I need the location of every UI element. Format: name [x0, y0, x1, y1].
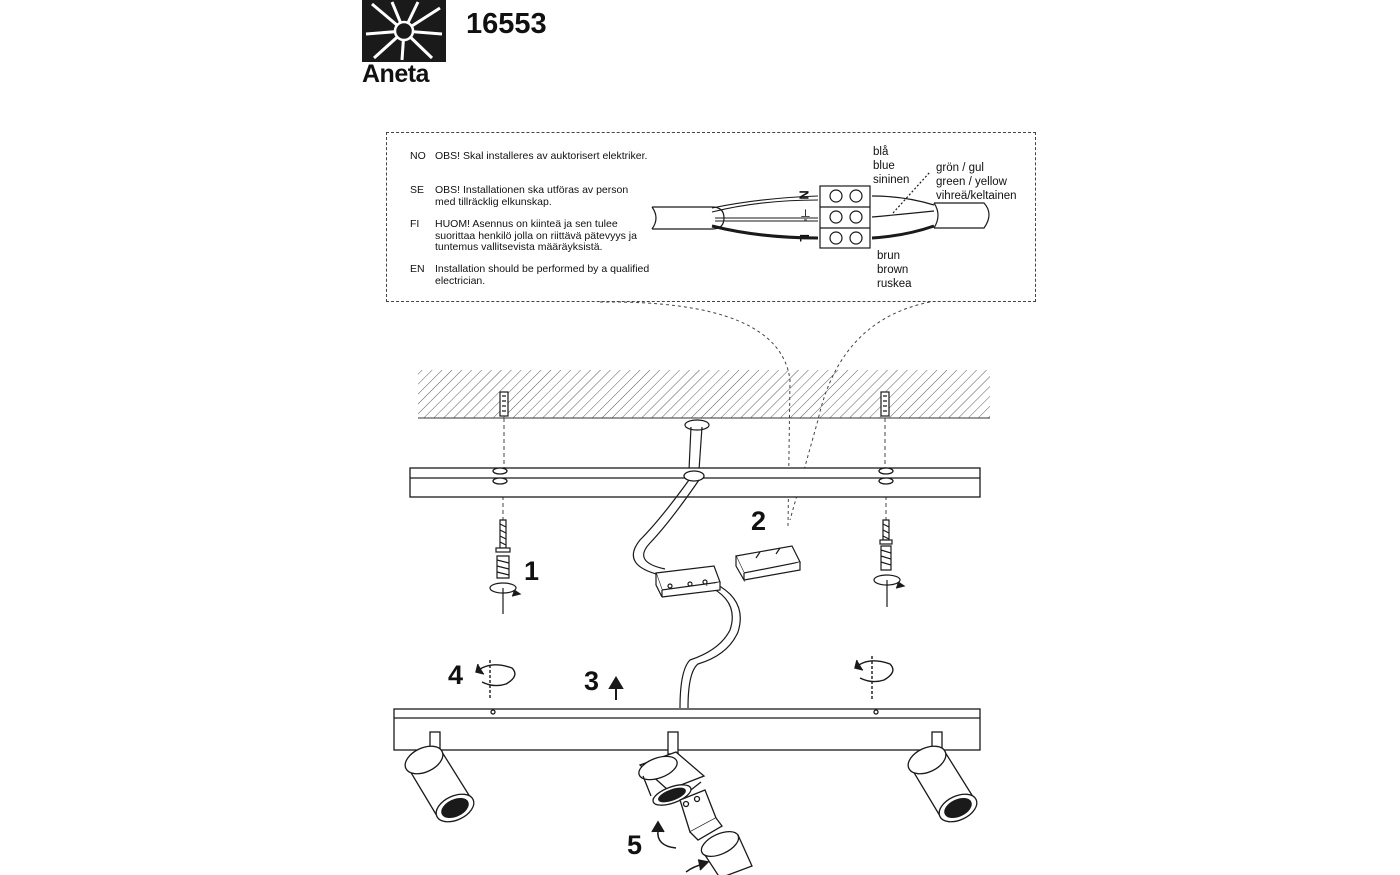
notice-se: SE OBS! Installationen ska utföras av pe…	[410, 184, 670, 209]
notice-code: EN	[410, 263, 425, 275]
spotlight-right	[907, 731, 978, 823]
fixture-bar	[393, 708, 981, 751]
label-line: brown	[877, 264, 909, 276]
twist-arrows	[651, 820, 710, 873]
rotate-arrow-right	[854, 656, 894, 700]
product-number: 16553	[466, 8, 547, 40]
notice-code: NO	[410, 150, 426, 162]
terminal-earth-icon: ⏚	[799, 208, 813, 223]
wall-plugs	[499, 391, 890, 417]
ceiling	[418, 370, 990, 419]
step-1-number: 1	[524, 556, 540, 586]
step-2-number: 2	[751, 506, 767, 536]
step-4-number: 4	[448, 660, 464, 690]
notice-no: NO OBS! Skal installeres av auktorisert …	[410, 150, 670, 175]
label-line: ruskea	[877, 278, 912, 290]
terminal-block	[819, 185, 871, 249]
label-line: sininen	[873, 174, 910, 186]
live-wire-labels: brun brown ruskea	[877, 249, 912, 291]
electrical-notice-box	[386, 132, 1036, 302]
centre-lamp-holder	[638, 731, 706, 806]
ceiling-cable	[684, 419, 710, 471]
rotate-arrow-left	[475, 660, 516, 700]
gu10-bulb	[679, 789, 723, 841]
notice-text: Installation should be performed by a qu…	[435, 263, 650, 287]
connector-housing	[655, 565, 721, 598]
lamp-shade	[700, 830, 753, 875]
alignment-lines	[502, 418, 887, 520]
neutral-wire-labels: blå blue sininen	[873, 145, 909, 187]
label-line: brun	[877, 250, 901, 262]
notice-text: OBS! Skal installeres av auktorisert ele…	[435, 150, 648, 162]
notice-text: HUOM! Asennus on kiinteä ja sen tulee su…	[435, 218, 637, 253]
connection-cable	[632, 479, 741, 709]
label-line: green / yellow	[936, 176, 1007, 188]
spotlight-left	[404, 731, 475, 823]
up-arrow	[608, 676, 624, 700]
notice-en: EN Installation should be performed by a…	[410, 263, 670, 288]
aneta-logo-mark	[362, 0, 446, 62]
step-5-number: 5	[627, 830, 643, 860]
fixture-cable	[871, 171, 990, 240]
label-line: blå	[873, 146, 889, 158]
brand-name: Aneta	[362, 60, 429, 88]
earth-wire-labels: grön / gul green / yellow vihreä/keltain…	[936, 161, 1017, 203]
screw-left	[489, 519, 522, 614]
notice-code: SE	[410, 184, 425, 196]
label-line: vihreä/keltainen	[936, 190, 1017, 202]
label-line: blue	[873, 160, 895, 172]
label-line: grön / gul	[936, 162, 984, 174]
notice-fi: FI HUOM! Asennus on kiinteä ja sen tulee…	[410, 218, 670, 255]
supply-cable	[651, 195, 819, 240]
notice-code: FI	[410, 218, 420, 230]
step-3-number: 3	[584, 666, 600, 696]
connector-lid	[735, 545, 801, 583]
mounting-bracket	[409, 467, 981, 498]
notice-text: OBS! Installationen ska utföras av perso…	[435, 184, 629, 208]
leader-lines	[599, 301, 931, 527]
screw-right	[873, 519, 906, 607]
